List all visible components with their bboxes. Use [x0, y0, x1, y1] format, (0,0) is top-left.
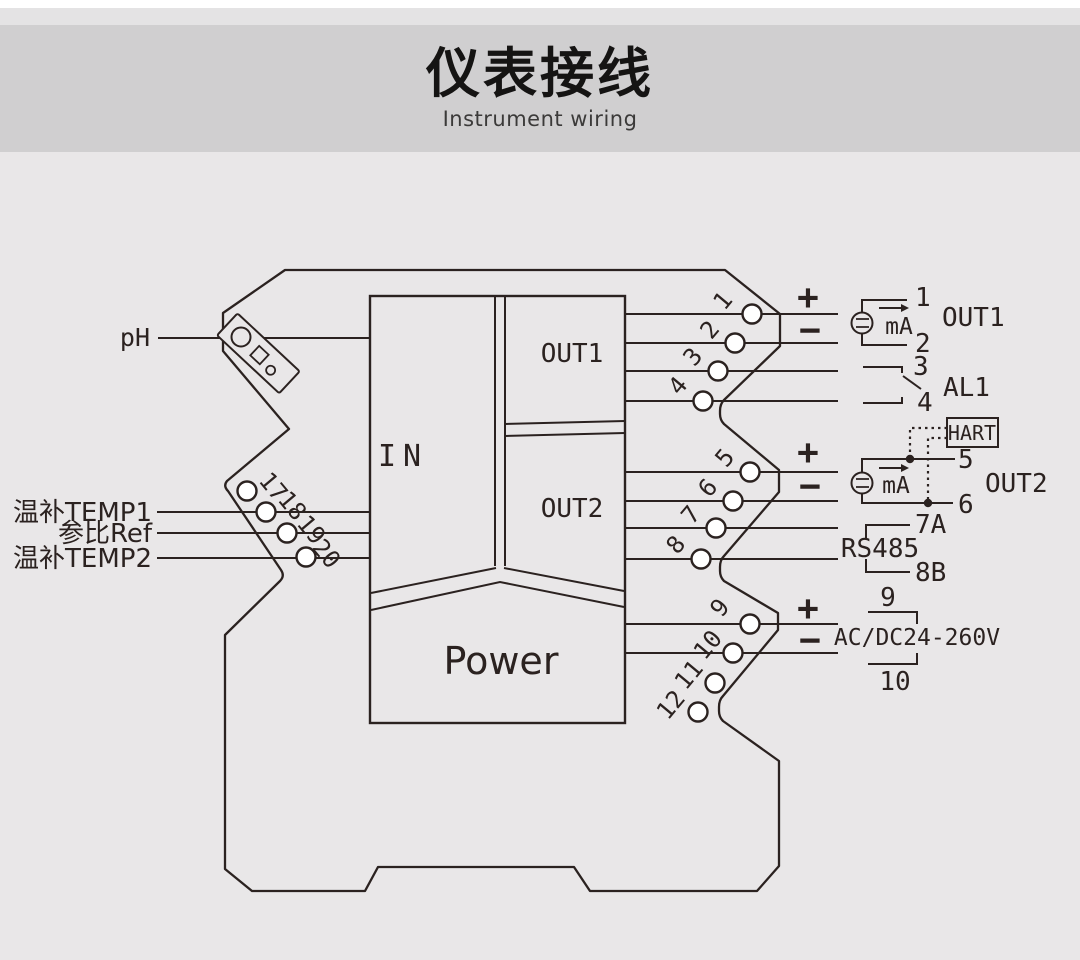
terminal-9	[739, 613, 761, 635]
rs485-bracket-lines	[865, 524, 910, 573]
terminal-7	[705, 517, 727, 539]
out2-flow-arrowhead	[901, 464, 909, 472]
rs485-circuit: RS485 7A 8B	[841, 510, 947, 588]
power-circuit: 9 10 AC/DC24-260V	[834, 583, 1000, 697]
al1-terminal-bottom-label: 4	[917, 388, 933, 418]
out1-flow-arrowhead	[901, 304, 909, 312]
input-ph-label: pH	[120, 323, 150, 352]
power-terminal-bottom-label: 10	[879, 667, 910, 697]
terminal-8-number: 8	[661, 530, 692, 559]
terminal-12	[687, 701, 709, 723]
al1-circuit-label: AL1	[943, 373, 990, 403]
out1-current-source-icon	[850, 311, 874, 335]
title-band: 仪表接线 Instrument wiring	[0, 25, 1080, 152]
terminal-3	[707, 360, 729, 382]
terminal-9-number: 9	[705, 593, 736, 622]
top-white-strip	[0, 0, 1080, 8]
terminal-17	[236, 480, 258, 502]
divider-out1-out2-bottom	[504, 432, 626, 437]
terminal-20	[295, 546, 317, 568]
al1-terminal-top-label: 3	[913, 352, 929, 382]
block-in-label: IN	[378, 439, 428, 474]
ph-connector-pin	[265, 364, 277, 376]
power-bracket-bottom	[868, 653, 918, 665]
out2-terminal-top-label: 5	[958, 445, 974, 475]
out1-circuit-label: OUT1	[942, 303, 1005, 333]
ph-connector-body	[216, 313, 300, 394]
terminal-1	[741, 303, 763, 325]
out1-loop-lines	[861, 299, 907, 346]
block-out2-label: OUT2	[541, 494, 604, 524]
terminal-2-number: 2	[695, 315, 726, 344]
page-title: 仪表接线	[426, 42, 654, 106]
divider-out1-out2-top	[504, 420, 626, 425]
terminal-7-number: 7	[676, 500, 707, 529]
rs485-label: RS485	[841, 534, 919, 564]
block-power-label: Power	[444, 639, 559, 683]
hart-label: HART	[948, 421, 996, 445]
out1-meter-label: mA	[885, 314, 913, 340]
out1-plus-sign: +	[797, 277, 819, 318]
out2-circuit: mA HART 5 6 OUT2	[850, 417, 1048, 520]
input-ref-label: 参比Ref	[58, 519, 153, 549]
terminal-5-number: 5	[710, 443, 741, 472]
divider-chevron-lower	[370, 580, 625, 611]
out1-current-source-detail	[856, 318, 869, 328]
power-terminal-top-label: 9	[880, 583, 896, 613]
terminal-1-number: 1	[708, 286, 739, 315]
hart-dotted-link-2	[926, 436, 947, 501]
out2-loop-lines	[861, 458, 955, 504]
rs485-terminal-top-label: 7A	[915, 510, 947, 540]
terminal-2	[724, 332, 746, 354]
page-subtitle: Instrument wiring	[442, 106, 638, 131]
out2-meter-label: mA	[882, 473, 910, 499]
al1-circuit: 3 4 AL1	[863, 352, 990, 418]
terminal-4-number: 4	[663, 371, 694, 400]
power-bracket-top	[868, 611, 918, 624]
terminal-18	[255, 501, 277, 523]
terminal-6	[722, 490, 744, 512]
terminal-10-number: 10	[688, 625, 728, 665]
terminal-19	[276, 522, 298, 544]
terminal-4	[692, 390, 714, 412]
out2-minus-sign: −	[799, 466, 821, 507]
terminal-11	[704, 672, 726, 694]
out1-terminal-top-label: 1	[915, 283, 931, 313]
terminal-3-number: 3	[678, 342, 709, 371]
out1-terminal-bottom-label: 2	[915, 329, 931, 359]
out2-current-source-detail	[856, 478, 869, 488]
out1-minus-sign: −	[799, 310, 821, 351]
module-box	[368, 294, 627, 725]
terminal-10	[722, 642, 744, 664]
al1-contact-lines	[863, 366, 922, 404]
power-minus-sign: −	[799, 620, 821, 661]
power-supply-label: AC/DC24-260V	[834, 625, 1000, 651]
input-temp2-label: 温补TEMP2	[13, 544, 152, 574]
top-light-strip	[0, 8, 1080, 25]
divider-chevron-upper	[370, 567, 625, 594]
input-temp1-label: 温补TEMP1	[13, 498, 152, 528]
ph-connector-symbol	[216, 313, 300, 394]
rs485-terminal-bottom-label: 8B	[915, 558, 946, 588]
ph-connector-key	[249, 344, 270, 366]
out2-current-source-icon	[850, 471, 874, 495]
out1-circuit: mA 1 2 OUT1	[850, 283, 1005, 359]
hart-junction-dot-top	[905, 454, 915, 464]
hart-box	[946, 417, 999, 448]
housing-outline	[221, 268, 782, 893]
out2-plus-sign: +	[797, 432, 819, 473]
terminal-8	[690, 548, 712, 570]
hart-junction-dot-bottom	[923, 498, 933, 508]
block-out1-label: OUT1	[541, 339, 604, 369]
power-plus-sign: +	[797, 588, 819, 629]
out2-circuit-label: OUT2	[985, 469, 1048, 499]
terminal-5	[739, 461, 761, 483]
ph-connector-ring	[230, 326, 252, 348]
out2-terminal-bottom-label: 6	[958, 490, 974, 520]
terminal-6-number: 6	[693, 473, 724, 502]
